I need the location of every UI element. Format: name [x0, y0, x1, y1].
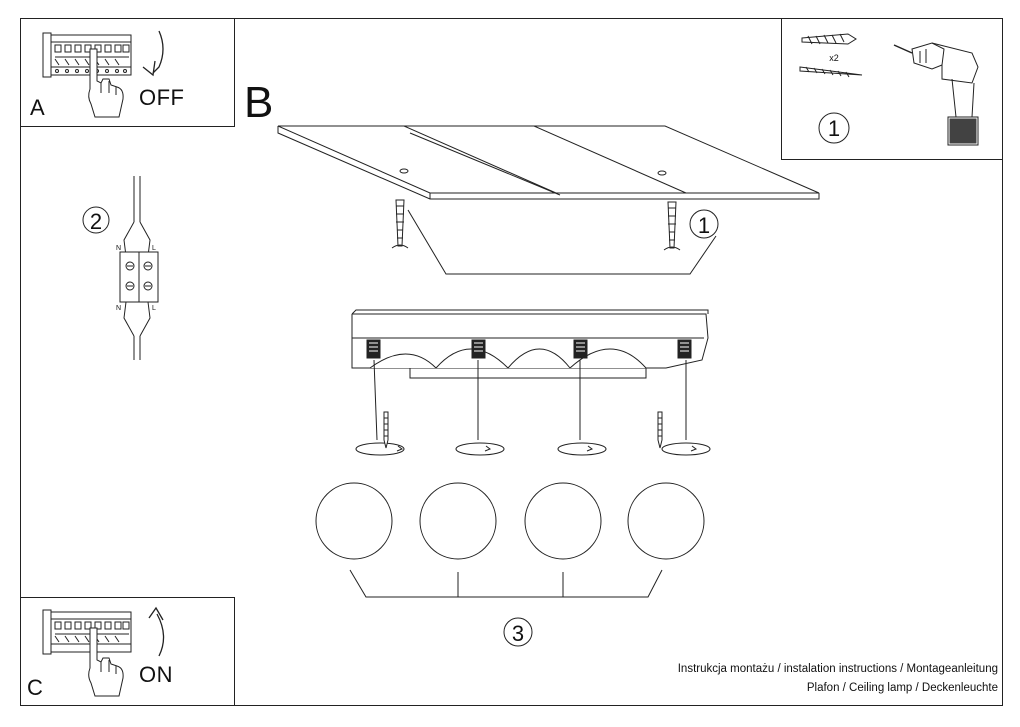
- lamps-step-number: 3: [512, 621, 524, 646]
- bulb-screw-4: [657, 411, 663, 449]
- wire-l-label-bottom: L: [152, 305, 156, 312]
- wire-connector-diagram: [119, 176, 159, 360]
- wall-plug-icon: [801, 33, 857, 45]
- wall-plug-right: [663, 201, 681, 251]
- mounting-step-number: 1: [698, 213, 710, 238]
- quantity-label: x2: [829, 53, 839, 63]
- tools-panel: 1 x2: [781, 18, 1003, 160]
- wiring-step-number: 2: [90, 209, 102, 234]
- drill-icon: [893, 42, 979, 146]
- socket-1: [366, 339, 381, 359]
- install-rotation-1: [355, 442, 405, 456]
- breaker-hand-on-icon: [42, 606, 165, 697]
- mounting-step-badge: [689, 209, 719, 239]
- wall-plug-left: [391, 199, 409, 249]
- tools-step-number: 1: [828, 116, 840, 141]
- screw-icon: [799, 66, 863, 78]
- sheet-border: [20, 18, 1003, 706]
- step-2-badge: [82, 206, 110, 234]
- panel-c-letter: C: [27, 675, 43, 700]
- socket-2: [471, 339, 486, 359]
- install-rotation-4: [661, 442, 711, 456]
- bulb-screw-1: [383, 411, 389, 449]
- panel-b-letter: B: [244, 78, 274, 127]
- tools-artwork: 1 x2: [799, 33, 979, 146]
- ceiling-plate: [277, 125, 820, 200]
- footer-product-line: Plafon / Ceiling lamp / Deckenleuchte: [806, 682, 998, 694]
- socket-4: [677, 339, 692, 359]
- shade-4: [627, 482, 705, 560]
- breaker-hand-off-icon: [42, 30, 164, 118]
- lamp-body: [351, 309, 709, 379]
- step-1-badge: [818, 112, 850, 144]
- install-rotation-2: [455, 442, 505, 456]
- footer-instructions-line: Instrukcja montażu / instalation instruc…: [677, 663, 998, 675]
- plug-bracket-line: [407, 209, 717, 275]
- panel-c-switch-on: C ON: [20, 597, 235, 706]
- shades-bracket: [349, 569, 663, 598]
- panel-a-switch-off: A OFF: [20, 18, 235, 127]
- step-3-badge: [503, 617, 533, 647]
- shade-3: [524, 482, 602, 560]
- switch-on-label: ON: [139, 662, 173, 687]
- panel-a-letter: A: [30, 95, 45, 120]
- socket-3: [573, 339, 588, 359]
- shade-2: [419, 482, 497, 560]
- install-rotation-3: [557, 442, 607, 456]
- shade-1: [315, 482, 393, 560]
- wire-n-label-top: N: [116, 245, 121, 252]
- switch-off-label: OFF: [139, 85, 185, 110]
- wire-n-label-bottom: N: [116, 305, 121, 312]
- wire-l-label-top: L: [152, 245, 156, 252]
